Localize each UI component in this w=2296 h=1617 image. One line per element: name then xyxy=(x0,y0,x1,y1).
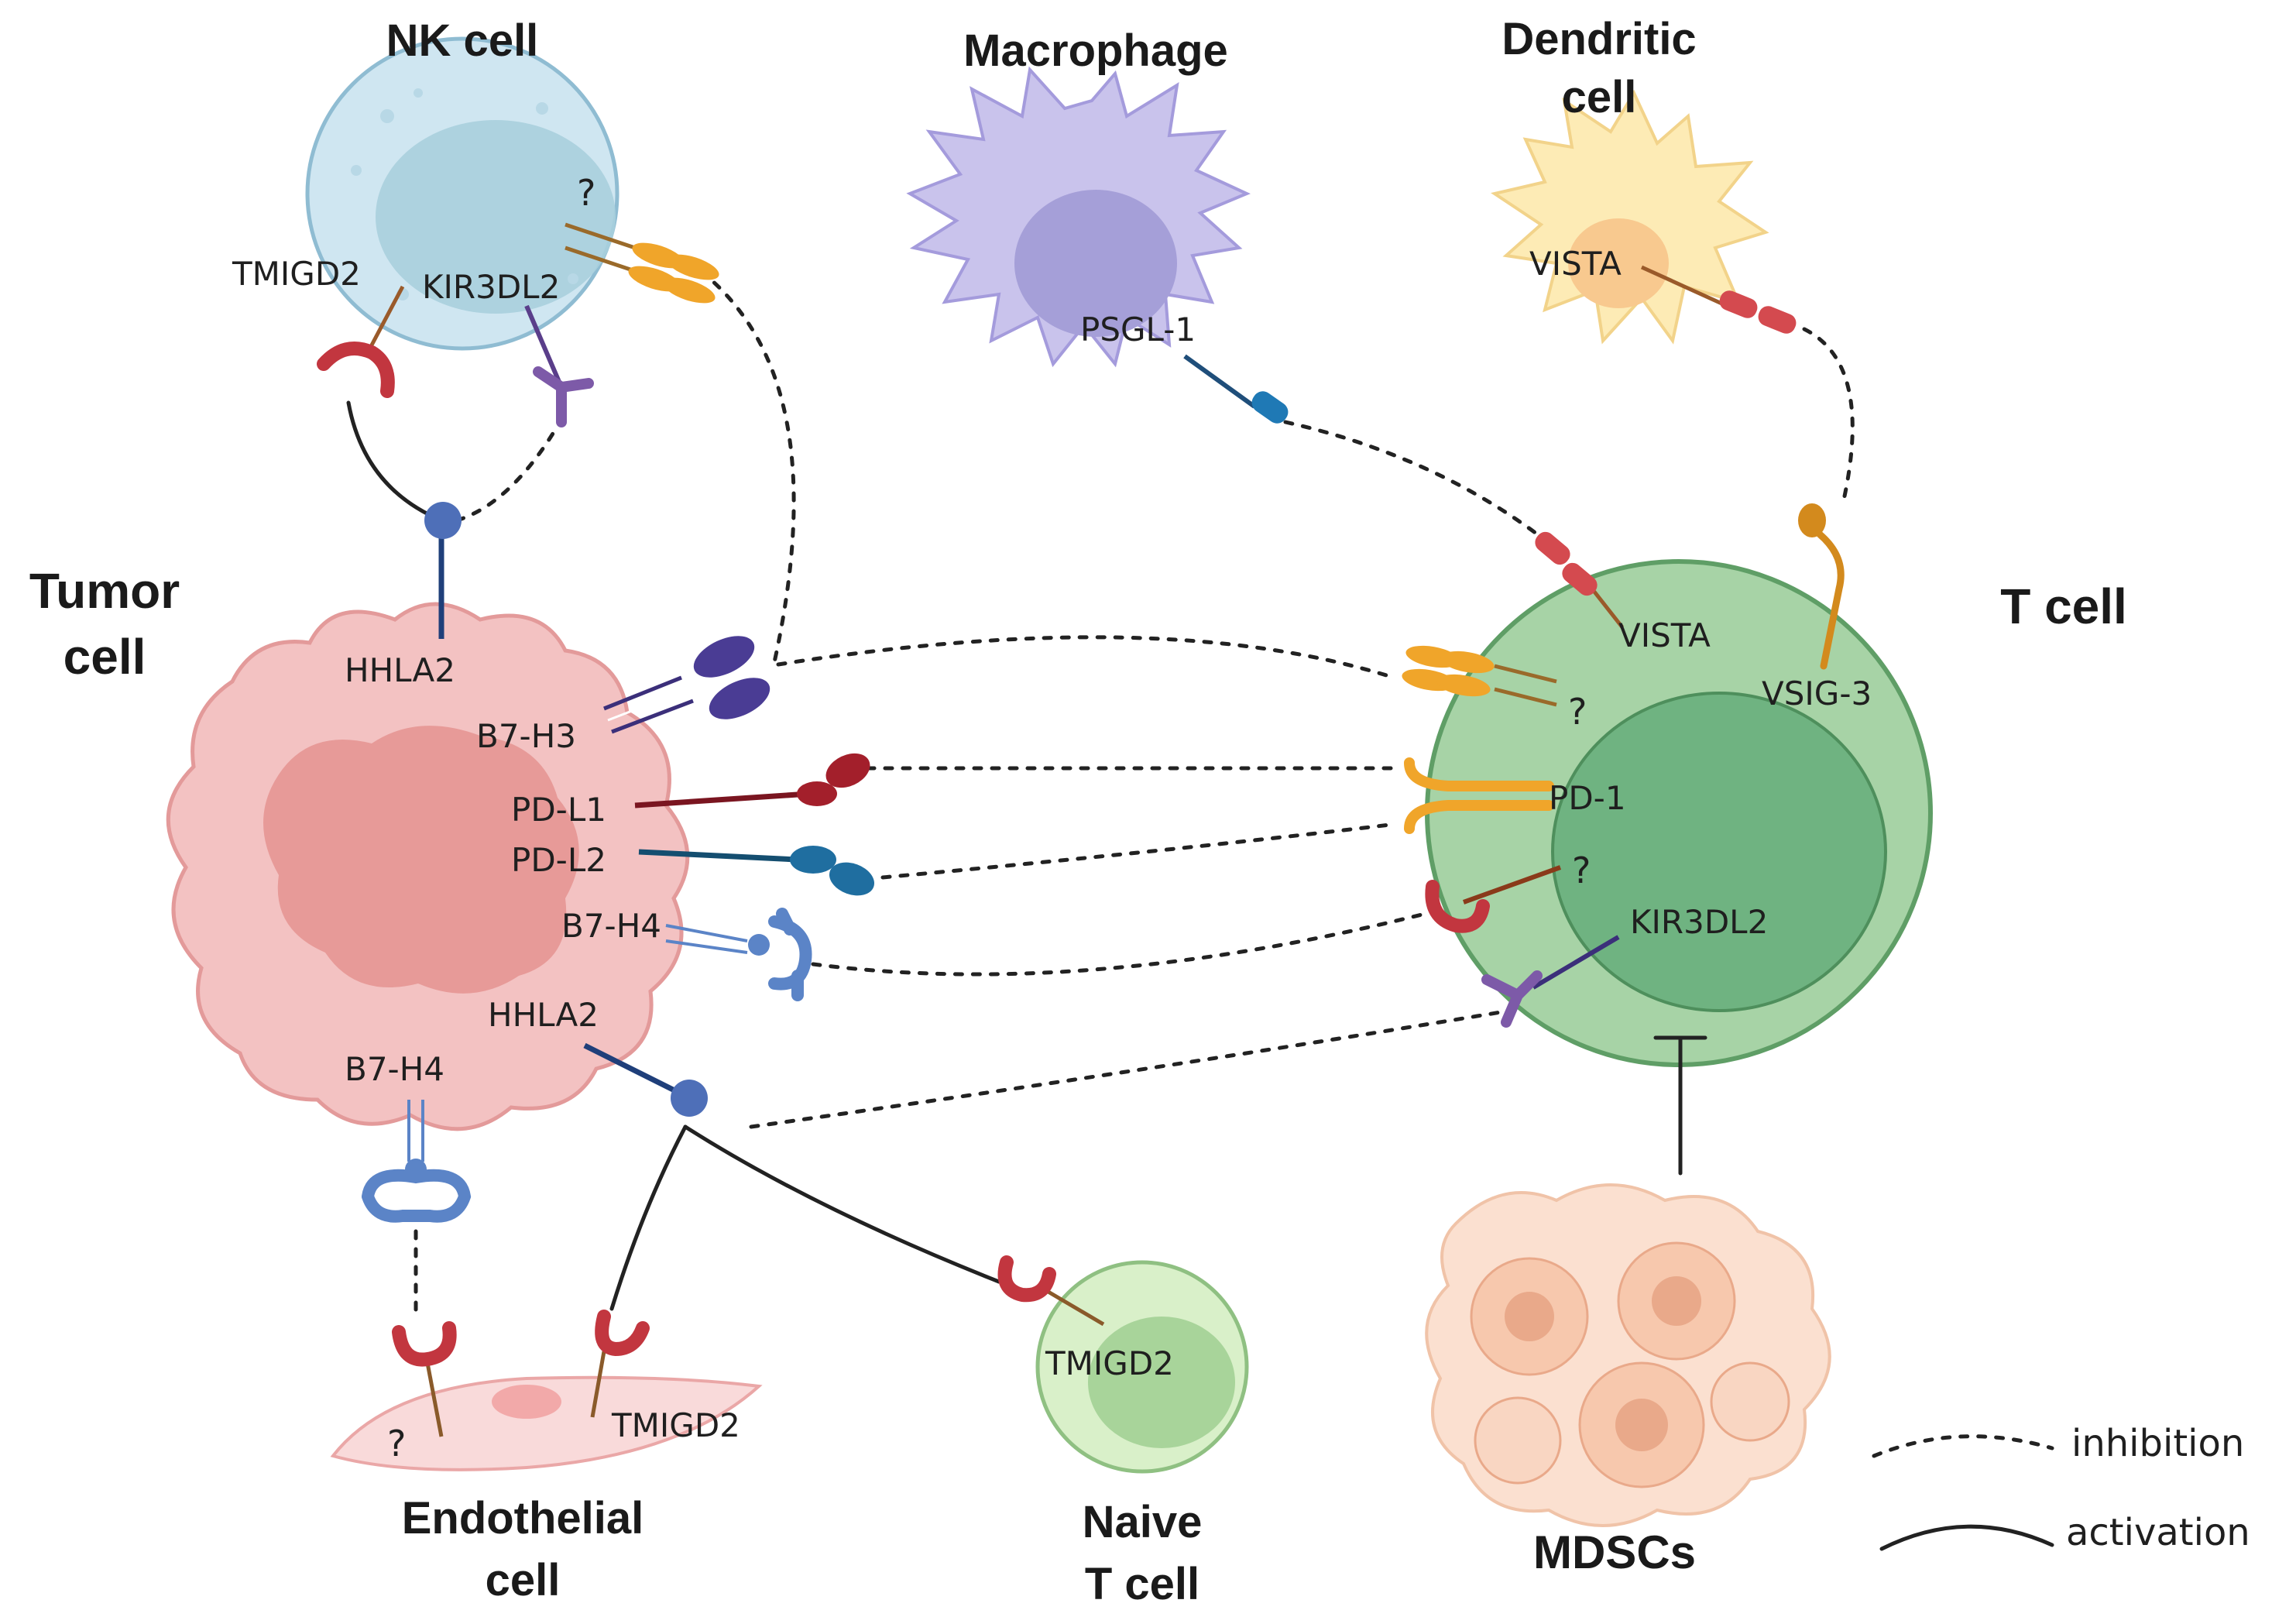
t-vista-molecule xyxy=(1535,531,1624,629)
tumor-title-line2: cell xyxy=(63,629,146,685)
label-mac-psgl1: PSGL-1 xyxy=(1080,311,1196,348)
label-tumor-b7h4-right: B7-H4 xyxy=(561,907,661,945)
line-hhla2-naive xyxy=(683,1124,1001,1284)
tumor-hhla2-top-molecule xyxy=(424,502,462,639)
line-hhla2-t-kir3dl2 xyxy=(749,1008,1512,1129)
line-pdl2-pd1 xyxy=(880,822,1392,880)
line-b7h4-t-unknown xyxy=(811,911,1427,977)
nk-unknown-receptor xyxy=(565,222,719,304)
label-nk-tmigd2: TMIGD2 xyxy=(232,255,361,293)
line-hhla2-kir3dl2-nk xyxy=(455,424,560,523)
label-nk-unknown: ? xyxy=(577,172,595,214)
tumor-title-line1: Tumor xyxy=(29,563,180,619)
line-b7h3-nk-unknown xyxy=(698,269,796,664)
t-cell xyxy=(1425,559,1933,1067)
line-hhla2-endothelial xyxy=(609,1124,688,1311)
endothelial-cell xyxy=(330,1375,763,1471)
naive-tmigd2-receptor xyxy=(997,1255,1105,1327)
label-tumor-hhla2-top: HHLA2 xyxy=(345,651,455,689)
nk-tmigd2-receptor xyxy=(317,285,405,398)
endothelial-title-line2: cell xyxy=(486,1555,561,1605)
macrophage-cell xyxy=(906,66,1251,368)
tumor-b7h3-molecule xyxy=(603,636,770,734)
legend: inhibition activation xyxy=(1872,1422,2250,1554)
label-endo-tmigd2: TMIGD2 xyxy=(611,1406,740,1444)
endo-unknown-receptor xyxy=(392,1321,457,1437)
label-t-unknown-2: ? xyxy=(1572,850,1591,891)
t-cell-title: T cell xyxy=(2000,578,2127,634)
macrophage-title: Macrophage xyxy=(963,26,1228,76)
mdsc-title: MDSCs xyxy=(1533,1526,1696,1578)
t-vsig3-molecule xyxy=(1798,503,1845,670)
label-tumor-hhla2-bottom: HHLA2 xyxy=(488,996,599,1034)
label-t-pd1: PD-1 xyxy=(1549,779,1626,817)
line-hhla2-tmigd2-nk xyxy=(346,400,444,523)
label-nk-kir3dl2: KIR3DL2 xyxy=(422,268,560,306)
label-t-kir3dl2: KIR3DL2 xyxy=(1630,903,1768,941)
naive-title-line2: T cell xyxy=(1085,1559,1199,1609)
t-kir3dl2-receptor xyxy=(1481,935,1620,1028)
mac-psgl1-molecule xyxy=(1183,354,1289,424)
line-psgl1-vista xyxy=(1283,420,1555,548)
endo-tmigd2-receptor xyxy=(590,1310,650,1418)
nk-kir3dl2-receptor xyxy=(524,304,594,427)
nk-cell xyxy=(305,36,619,351)
tumor-hhla2-bottom-molecule xyxy=(583,1042,708,1117)
legend-inhibition-line xyxy=(1872,1434,2054,1458)
label-t-vista: VISTA xyxy=(1618,616,1711,654)
tumor-cell xyxy=(166,602,690,1131)
t-pd1-receptor xyxy=(1404,757,1554,834)
line-b7h3-t-unknown xyxy=(776,635,1396,680)
mdsc-cluster xyxy=(1425,1183,1831,1527)
naive-title-line1: Naive xyxy=(1083,1497,1203,1547)
dc-vista-molecule xyxy=(1640,265,1797,334)
label-tumor-b7h3: B7-H3 xyxy=(476,717,576,755)
nk-cell-title: NK cell xyxy=(386,15,539,66)
t-unknown-receptor-1 xyxy=(1402,645,1557,707)
endothelial-title-line1: Endothelial xyxy=(402,1493,644,1543)
dendritic-cell xyxy=(1491,89,1769,345)
legend-inhibition-label: inhibition xyxy=(2071,1422,2244,1465)
label-endo-unknown: ? xyxy=(387,1423,406,1464)
legend-activation-label: activation xyxy=(2066,1511,2250,1554)
label-t-unknown-1: ? xyxy=(1568,691,1587,733)
label-naive-tmigd2: TMIGD2 xyxy=(1045,1344,1174,1382)
label-tumor-b7h4-bottom: B7-H4 xyxy=(345,1050,444,1088)
tumor-pdl2-molecule xyxy=(638,846,875,896)
line-dc-vista-vsig3 xyxy=(1802,327,1855,506)
label-tumor-pdl1: PD-L1 xyxy=(511,791,606,829)
tumor-pdl1-molecule xyxy=(634,753,870,808)
label-t-vsig3: VSIG-3 xyxy=(1762,675,1872,712)
dendritic-title-line2: cell xyxy=(1562,72,1637,122)
label-tumor-pdl2: PD-L2 xyxy=(511,841,606,879)
legend-activation-line xyxy=(1879,1524,2054,1551)
tumor-b7h4-bottom-molecule xyxy=(362,1100,472,1223)
label-dc-vista: VISTA xyxy=(1529,245,1622,283)
interaction-lines xyxy=(346,269,1855,1319)
dendritic-title-line1: Dendritic xyxy=(1501,14,1696,64)
tumor-b7h4-right-molecule xyxy=(665,908,812,1001)
t-unknown-receptor-2 xyxy=(1425,865,1562,933)
